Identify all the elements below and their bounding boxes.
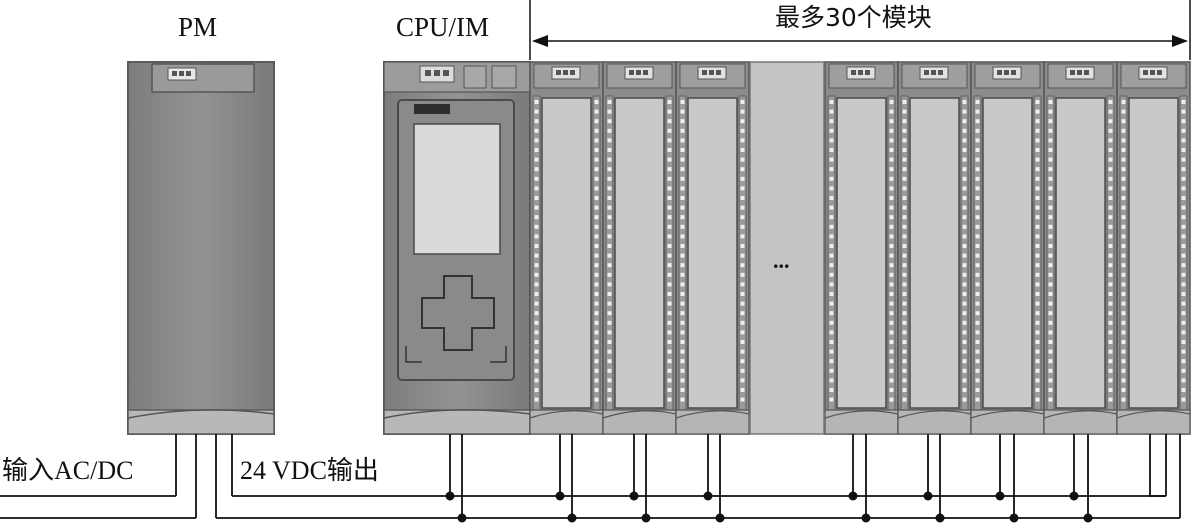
wire-junction [715, 513, 725, 523]
io-module [1043, 61, 1118, 435]
io-module [897, 61, 972, 435]
wire-junction [995, 491, 1005, 501]
wire-junction [935, 513, 945, 523]
wire-junction [1069, 491, 1079, 501]
wire-junction [457, 513, 467, 523]
io-module [824, 61, 899, 435]
wire-junction [861, 513, 871, 523]
gap-panel [749, 61, 825, 435]
io-module [675, 61, 750, 435]
io-modules-left [529, 61, 750, 435]
wire-junction [629, 491, 639, 501]
cpu-module [383, 61, 531, 435]
cpu-im-label: CPU/IM [396, 12, 490, 42]
wire-junction [1009, 513, 1019, 523]
io-module [1116, 61, 1191, 435]
io-module [970, 61, 1045, 435]
max-modules-label: 最多30个模块 [775, 3, 932, 32]
wire-junction [555, 491, 565, 501]
power-module [127, 61, 275, 435]
io-modules-right [824, 61, 1191, 435]
wire-junction [848, 491, 858, 501]
wire-junction [641, 513, 651, 523]
ellipsis-label: ... [773, 248, 790, 273]
wire-junction [567, 513, 577, 523]
io-module [529, 61, 604, 435]
power-wiring [0, 434, 1181, 523]
pm-label: PM [178, 12, 218, 42]
io-module [602, 61, 677, 435]
wire-junction [1083, 513, 1093, 523]
wire-junction [703, 491, 713, 501]
wire-junction [923, 491, 933, 501]
max-modules-dimension [529, 0, 1191, 60]
input-acdc-label: 输入AC/DC [2, 456, 134, 485]
output-24vdc-label: 24 VDC输出 [240, 456, 379, 485]
wire-junction [445, 491, 455, 501]
